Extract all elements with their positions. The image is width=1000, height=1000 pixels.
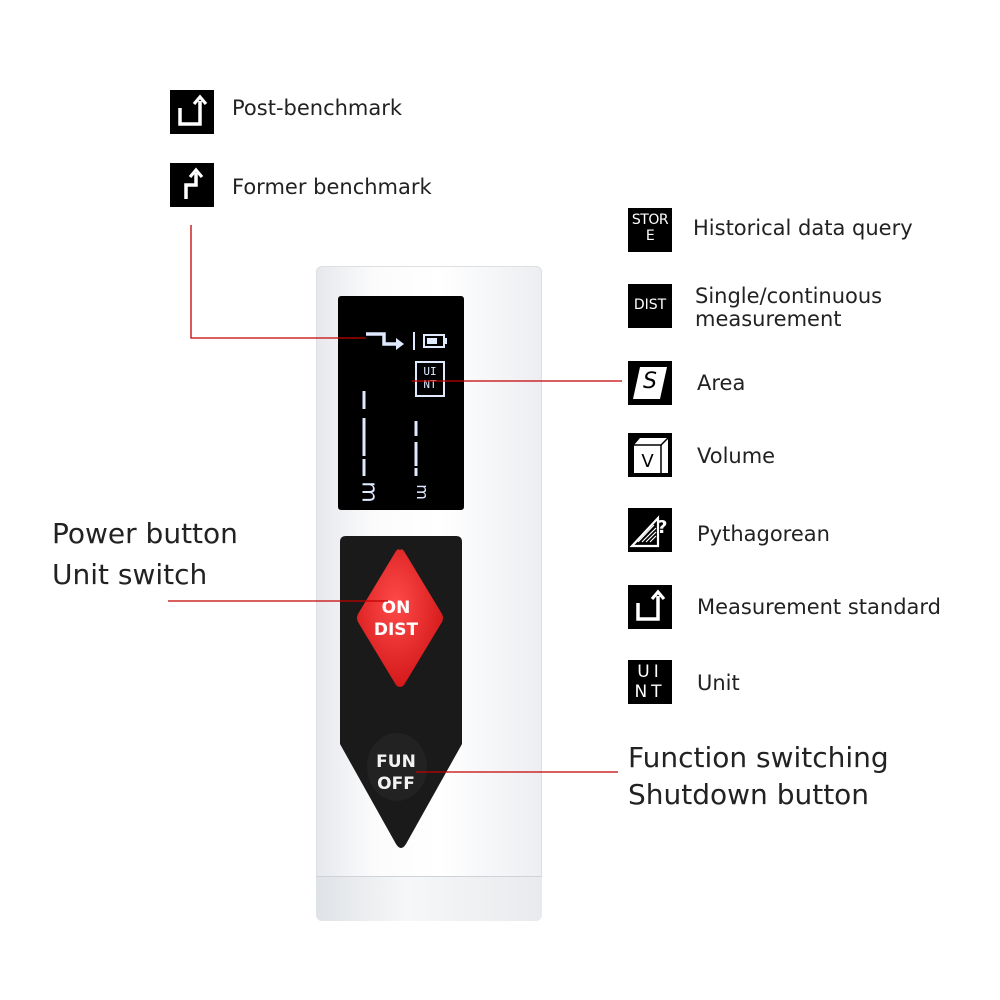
post-benchmark-icon <box>170 90 214 134</box>
former-benchmark-label: Former benchmark <box>232 175 432 199</box>
volume-label: Volume <box>697 444 776 468</box>
single-continuous-label: Single/continuous measurement <box>695 284 883 331</box>
unit-switch-label: Unit switch <box>52 558 208 591</box>
measurement-standard-label: Measurement standard <box>697 595 941 619</box>
function-switching-label: Function switching <box>628 741 889 774</box>
measurement-standard-icon <box>628 585 672 629</box>
area-icon-text: S <box>643 369 657 394</box>
off-label: OFF <box>377 774 415 794</box>
lcd-glyphs <box>362 332 447 476</box>
area-label: Area <box>697 371 746 395</box>
historical-data-query-label: Historical data query <box>693 216 913 240</box>
former-benchmark-leader <box>190 225 366 339</box>
on-label: ON <box>381 598 411 618</box>
area-icon: S <box>628 361 672 405</box>
on-dist-button[interactable]: ON DIST <box>356 546 444 690</box>
pythagorean-label: Pythagorean <box>697 522 830 546</box>
store-icon-text: STOR E <box>631 212 669 244</box>
fun-off-button[interactable]: FUN OFF <box>365 732 429 802</box>
on-dist-button-shape <box>357 549 443 687</box>
store-icon: STOR E <box>628 208 672 252</box>
unit-icon: UI NT <box>628 660 672 704</box>
pythagorean-icon: ? <box>628 508 672 552</box>
dist-icon-text: DIST <box>633 297 667 313</box>
fun-off-button-shape <box>367 733 427 801</box>
lcd-screen: UI NT m m <box>338 296 464 510</box>
power-button-label: Power button <box>52 517 238 550</box>
pythagorean-icon-text: ? <box>657 517 668 538</box>
rangefinder-base <box>316 876 542 921</box>
volume-icon: V <box>628 433 672 477</box>
dist-icon: DIST <box>628 284 672 328</box>
former-benchmark-icon <box>170 163 214 207</box>
shutdown-button-label: Shutdown button <box>628 778 870 811</box>
fun-label: FUN <box>376 752 416 772</box>
unit-label: Unit <box>697 671 740 695</box>
unit-icon-text: UI NT <box>634 662 666 702</box>
volume-icon-text: V <box>641 451 654 472</box>
post-benchmark-label: Post-benchmark <box>232 96 403 120</box>
dist-label: DIST <box>373 620 419 640</box>
